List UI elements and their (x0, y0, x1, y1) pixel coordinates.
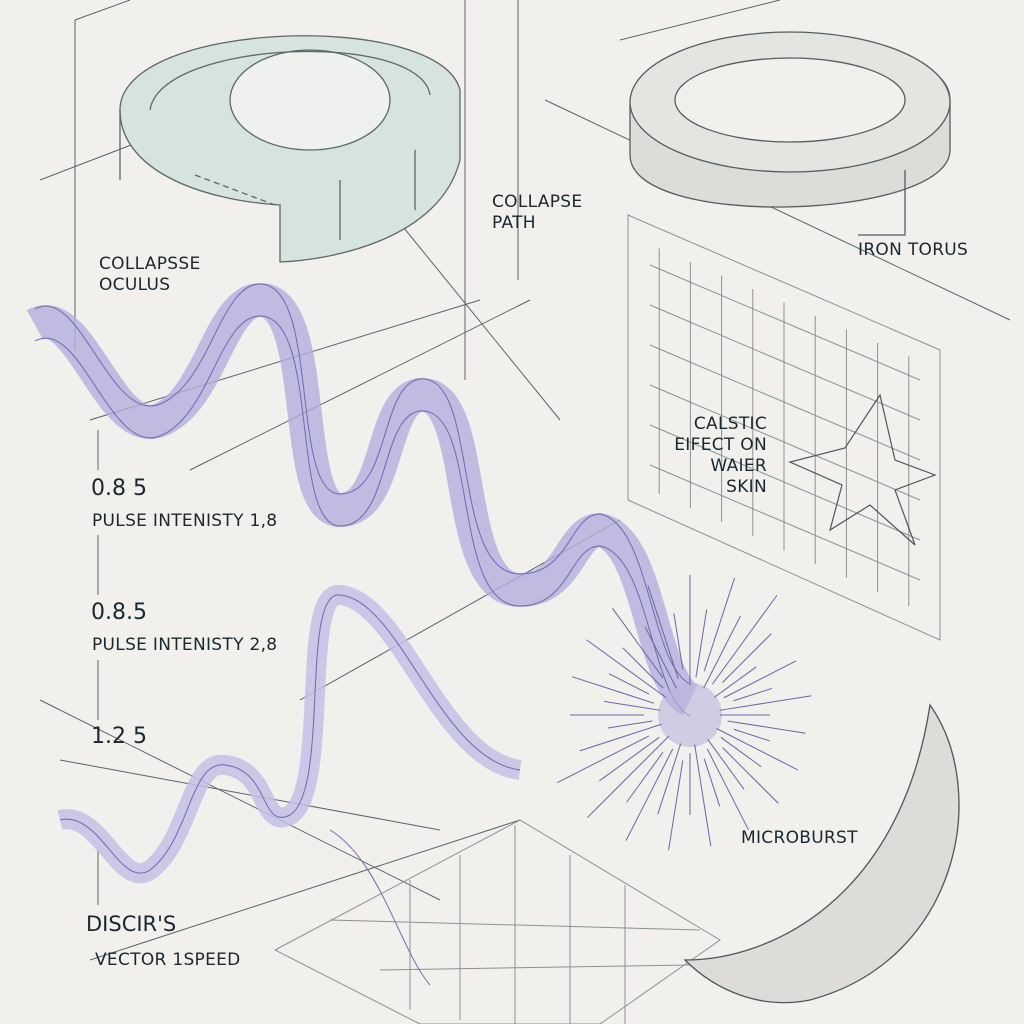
readout-value: 1.2 5 (91, 724, 147, 749)
burst-ray (722, 747, 779, 804)
burst-ray (723, 660, 797, 699)
readout-caption: PULSE INTENISTY 2,8 (92, 635, 278, 655)
label-line: COLLAPSE (492, 192, 583, 212)
burst-ray (599, 736, 660, 782)
readout-value: 0.8 5 (91, 476, 147, 501)
burst-ray (626, 751, 664, 803)
grid-line (649, 264, 921, 381)
label-iron-torus: IRON TORUS (858, 240, 969, 260)
collapse-oculus-drawing (119, 35, 461, 263)
burst-ray (607, 720, 653, 729)
burst-ray (727, 720, 806, 734)
label-line: EIFECT ON (674, 435, 767, 455)
burst-ray (703, 758, 721, 807)
disc-fragment (683, 703, 960, 1004)
burst-ray (716, 728, 799, 771)
grid-line (649, 344, 921, 461)
burst-ray (608, 673, 650, 695)
label-vector-speed: VECTOR 1SPEED (95, 950, 241, 970)
burst-ray (644, 626, 677, 689)
microburst-drawing (557, 575, 812, 851)
grid-line (649, 464, 921, 581)
grid-line (649, 384, 921, 501)
grid-line (649, 304, 921, 421)
burst-ray (733, 728, 771, 742)
burst-ray (668, 760, 684, 851)
burst-ray (694, 744, 712, 847)
burst-ray (603, 700, 661, 711)
caustic-grid-panel (627, 214, 941, 641)
floor-grid (273, 819, 721, 1024)
burst-ray (557, 735, 650, 784)
burst-ray (625, 748, 674, 841)
readout-value: 0.8.5 (91, 600, 147, 625)
pulse-ribbon-lower (57, 585, 523, 986)
readout-caption: PULSE INTENISTY 1,8 (92, 511, 278, 531)
burst-ray (703, 577, 735, 672)
burst-core (658, 683, 722, 747)
burst-ray (719, 695, 812, 711)
burst-ray (695, 609, 708, 678)
iron-torus-drawing (629, 31, 951, 236)
burst-ray (722, 633, 772, 683)
burst-ray (720, 736, 762, 768)
burst-ray (587, 735, 670, 818)
burst-ray (713, 666, 757, 698)
burst-ray (673, 613, 684, 670)
label-microburst: MICROBURST (741, 828, 858, 848)
burst-ray (707, 738, 745, 790)
burst-ray (711, 594, 778, 685)
burst-ray (586, 639, 667, 698)
label-line: OCULUS (99, 275, 171, 295)
label-line: WAIER SKIN (710, 456, 767, 497)
burst-ray (612, 607, 664, 679)
burst-ray (706, 748, 750, 831)
burst-ray (733, 687, 772, 702)
burst-ray (571, 676, 655, 704)
burst-ray (622, 647, 664, 689)
burst-ray (703, 615, 741, 689)
burst-ray (647, 585, 679, 680)
label-discir: DISCIR'S (86, 912, 177, 936)
burst-ray (579, 723, 662, 752)
label-line: PATH (492, 213, 536, 233)
grid-line (649, 424, 921, 541)
label-line: CALSTIC (693, 414, 767, 434)
label-line: COLLAPSSE (99, 254, 201, 274)
burst-ray (657, 743, 682, 815)
pulse-ribbon-upper (26, 282, 700, 717)
